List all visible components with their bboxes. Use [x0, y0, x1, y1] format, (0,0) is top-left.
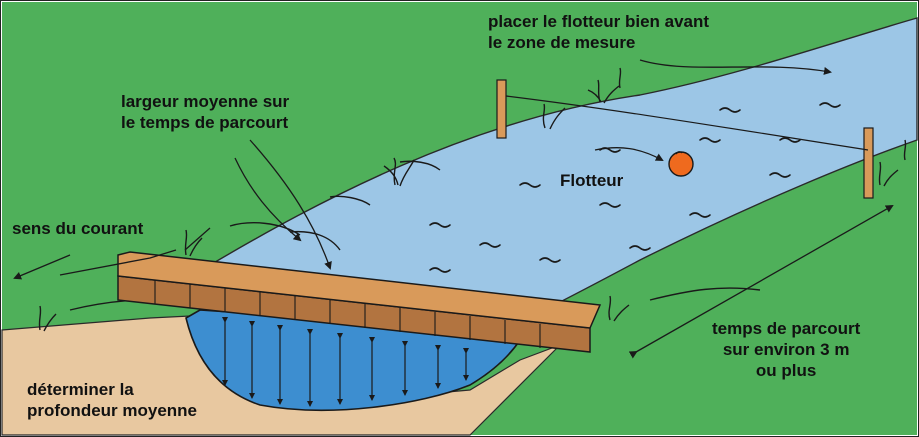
wooden-stake-icon	[863, 127, 874, 199]
average-depth-note: déterminer la profondeur moyenne	[27, 379, 197, 421]
average-depth-line-1: déterminer la	[27, 380, 134, 399]
depth-arrows	[222, 317, 469, 407]
measuring-rope	[505, 95, 869, 151]
stake-left	[496, 79, 507, 139]
travel-time-line-3: ou plus	[755, 361, 817, 380]
arrow-icon	[13, 254, 71, 280]
float-placement-line-2: le zone de mesure	[488, 33, 636, 52]
orange-float-ball-icon	[668, 151, 694, 177]
arrow-icon	[594, 147, 664, 161]
float-label: Flotteur	[560, 171, 624, 190]
travel-time-line-2: sur environ 3 m	[722, 340, 850, 359]
arrow-icon	[639, 59, 832, 75]
average-width-line-2: le temps de parcourt	[121, 113, 289, 132]
arrow-icon	[249, 139, 332, 270]
stake-right	[863, 127, 874, 199]
travel-time-note: temps de parcourt sur environ 3 m ou plu…	[712, 318, 860, 381]
grass-tufts	[38, 67, 907, 332]
travel-time-line-1: temps de parcourt	[712, 319, 861, 338]
arrow-icon	[234, 157, 302, 242]
arrow-icon	[628, 205, 894, 359]
float-placement-line-1: placer le flotteur bien avant	[488, 12, 710, 31]
arrow-icon	[59, 227, 211, 276]
wooden-stake-icon	[496, 79, 507, 139]
float-placement-note: placer le flotteur bien avant le zone de…	[488, 11, 709, 53]
average-width-line-1: largeur moyenne sur	[121, 92, 290, 111]
average-width-note: largeur moyenne sur le temps de parcourt	[121, 91, 289, 133]
river-surface	[199, 17, 918, 323]
wooden-plank	[117, 251, 602, 353]
average-depth-line-2: profondeur moyenne	[27, 401, 198, 420]
current-direction-label: sens du courant	[12, 219, 144, 238]
annotation-arrows	[13, 59, 894, 359]
